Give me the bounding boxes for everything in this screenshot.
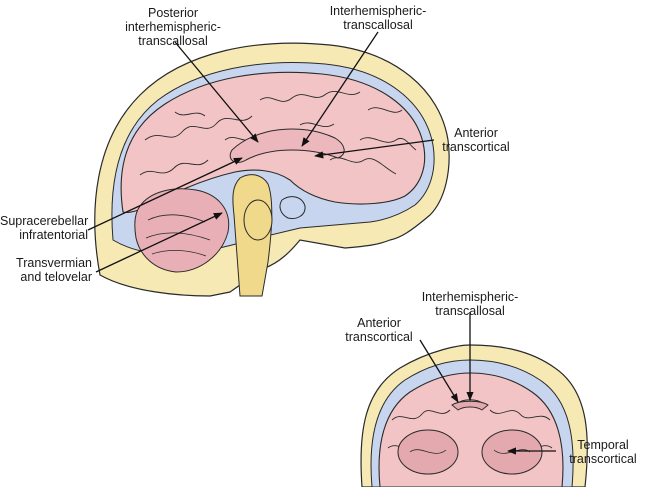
arrow-posterior-interhemispheric xyxy=(174,41,259,143)
coronal-head xyxy=(360,344,588,487)
label-supracerebellar-infratentorial: Supracerebellar infratentorial xyxy=(0,214,89,242)
pituitary xyxy=(279,196,306,219)
arrow-anterior-transcortical xyxy=(314,139,435,159)
sagittal-arrows xyxy=(87,31,435,273)
sella-region xyxy=(243,199,273,241)
arrow-transvermian xyxy=(95,212,223,273)
sagittal-cerebellum xyxy=(134,188,230,273)
label-interhemispheric-transcallosal: Interhemispheric- transcallosal xyxy=(329,4,427,32)
arrow-coronal-anterior-transcortical xyxy=(419,339,459,403)
label-posterior-interhemispheric: Posterior interhemispheric- transcallosa… xyxy=(125,6,221,48)
coronal-ventricle xyxy=(451,400,489,411)
sagittal-gyri xyxy=(139,90,417,176)
sagittal-head xyxy=(94,42,450,297)
coronal-arrows xyxy=(419,312,556,455)
label-coronal-interhemispheric: Interhemispheric- transcallosal xyxy=(421,290,519,318)
label-temporal-transcortical: Temporal transcortical xyxy=(569,438,637,466)
label-anterior-transcortical: Anterior transcortical xyxy=(442,126,510,154)
label-coronal-anterior-transcortical: Anterior transcortical xyxy=(345,316,413,344)
arrow-supracerebellar xyxy=(87,157,243,231)
label-transvermian-telovelar: Transvermian and telovelar xyxy=(16,256,92,284)
arrow-interhemispheric xyxy=(301,31,379,147)
